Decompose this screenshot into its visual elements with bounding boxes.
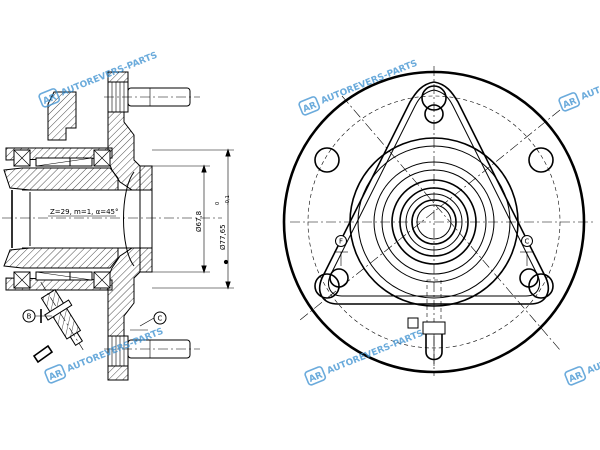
datum-b: B [22,309,52,323]
svg-text:AR: AR [302,100,319,115]
watermark-logo-icon: AR [44,364,67,384]
bore-lines [22,189,140,249]
brake-disc-outer [282,70,586,374]
datum-b-label: B [27,313,32,321]
housing-lower [3,247,119,269]
gear-spec-label: Z=29, m=1, α=45° [50,208,119,216]
pilot-tolerance-upper: 0 [215,202,221,205]
svg-text:AR: AR [42,92,59,107]
datum-c-label: C [158,315,163,323]
pilot-edges [139,166,153,272]
wheel-stud-upper [104,81,200,113]
mounting-flange [318,81,550,305]
watermark-text: AUTOREVERS-PARTS [586,329,600,377]
svg-text:AR: AR [562,96,579,111]
pilot-diameter-label: Ø77,65 [219,224,227,250]
watermark-2: AR AUTOREVERS-PARTS [298,59,419,116]
hub-ring-6 [399,187,469,257]
sensor-connector [32,344,54,364]
pilot-tolerance-lower: -0,1 [225,195,231,205]
dimension-pilot: Ø77,65 0 -0,1 [152,148,234,290]
hub-front-view: F C [282,66,596,376]
hub-ring-3 [373,161,495,283]
svg-text:AR: AR [48,368,65,383]
dimension-bore: Ø67,8 [152,164,210,274]
watermark-logo-icon: AR [564,366,587,386]
wheel-stud-lower [104,335,200,367]
bearing-balls-lower [13,271,111,289]
watermark-5: AR AUTOREVERS-PARTS [304,329,425,386]
watermark-logo-icon: AR [38,88,61,108]
view-c-front-marker: C [520,235,534,266]
abs-sensor [40,281,84,351]
bearing-balls-upper [13,149,111,167]
hub-ring-4 [381,169,487,275]
watermark-3: AR AUTOREVERS-PARTS [558,55,600,112]
watermark-logo-icon: AR [558,92,581,112]
front-sensor-tab [407,279,446,366]
watermark-6: AR AUTOREVERS-PARTS [564,329,600,386]
hub-ring-7 [405,193,463,251]
svg-text:AR: AR [308,370,325,385]
outer-ring-lower [5,277,113,291]
hub-ring-2 [357,145,511,299]
watermark-logo-icon: AR [298,96,321,116]
outer-ring-upper [5,147,113,161]
bore-diameter-label: Ø67,8 [195,211,203,232]
stud-holes [314,85,554,299]
view-c-front-label: C [525,238,530,246]
hub-inner-bore [416,204,452,240]
view-f-marker: F [334,235,348,266]
hub-bore [411,199,457,245]
hub-curve [123,171,135,267]
mounting-flange-inner [328,89,540,297]
watermark-text: AUTOREVERS-PARTS [580,55,600,103]
hub-section-view: Z=29, m=1, α=45° Ø67,8 Ø77,65 0 -0,1 B [2,71,234,381]
hub-ring-5 [391,179,477,265]
datum-c: C [130,311,167,331]
housing-upper [3,167,119,191]
knuckle-bracket [47,91,77,141]
view-f-label: F [339,238,343,246]
svg-text:AR: AR [568,370,585,385]
hub-ring-1 [349,137,519,307]
watermark-logo-icon: AR [304,366,327,386]
